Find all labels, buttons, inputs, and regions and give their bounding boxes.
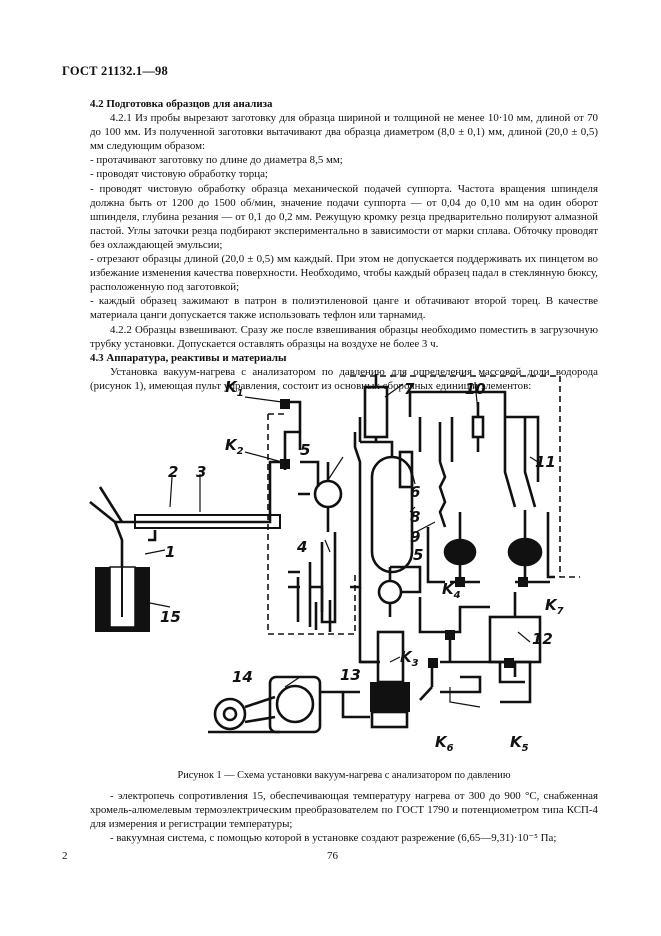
- list-item: - каждый образец зажимают в патрон в пол…: [90, 295, 598, 322]
- body-text-continued: - электропечь сопротивления 15, обеспечи…: [90, 789, 598, 845]
- label-k1: K1: [225, 378, 244, 399]
- label-6: 6: [410, 483, 420, 501]
- list-item: - отрезают образцы длиной (20,0 ± 0,5) м…: [90, 253, 598, 294]
- page-number: 2: [62, 850, 68, 862]
- section-heading: 4.3 Аппаратура, реактивы и материалы: [90, 351, 287, 364]
- label-2: 2: [168, 463, 178, 481]
- label-4: 4: [296, 538, 307, 556]
- label-k4: K4: [442, 580, 461, 601]
- list-item: - протачивают заготовку по длине до диам…: [90, 154, 343, 167]
- label-k3: K3: [400, 648, 419, 669]
- label-10: 10: [465, 380, 486, 398]
- label-12: 12: [532, 630, 553, 648]
- label-5b: 5: [413, 546, 423, 564]
- document-header: ГОСТ 21132.1—98: [62, 64, 168, 78]
- label-k7: K7: [545, 596, 564, 617]
- section-heading: 4.2 Подготовка образцов для анализа: [90, 98, 273, 110]
- label-11: 11: [535, 453, 556, 471]
- label-1: 1: [165, 543, 175, 561]
- label-k5: K5: [510, 733, 529, 754]
- paragraph: 4.2.1 Из пробы вырезают заготовку для об…: [90, 112, 598, 153]
- sheet-number: 76: [327, 850, 338, 862]
- label-3: 3: [196, 463, 206, 481]
- list-item: - проводят чистовую обработку торца;: [90, 168, 268, 181]
- body-text: 4.2 Подготовка образцов для анализа 4.2.…: [90, 97, 598, 393]
- figure-caption: Рисунок 1 — Схема установки вакуум-нагре…: [177, 770, 511, 781]
- label-8: 8: [410, 508, 420, 526]
- label-7: 7: [404, 380, 415, 398]
- label-5a: 5: [300, 441, 310, 459]
- label-k6: K6: [435, 733, 454, 754]
- label-14: 14: [232, 668, 253, 686]
- label-k2: K2: [225, 436, 244, 457]
- list-item: - электропечь сопротивления 15, обеспечи…: [90, 790, 598, 831]
- apparatus-diagram: K1 K2 K3 K4 K5 K6 K7 1 2 3 4 5 5 6 7 8 9…: [89, 374, 580, 754]
- label-9: 9: [410, 528, 420, 546]
- list-item: - проводят чистовую обработку образца ме…: [90, 182, 598, 251]
- label-15: 15: [160, 608, 181, 626]
- paragraph: Установка вакуум-нагрева с анализатором …: [90, 365, 598, 392]
- paragraph: 4.2.2 Образцы взвешивают. Сразу же после…: [90, 323, 598, 350]
- label-13: 13: [340, 666, 361, 684]
- list-item: - вакуумная система, с помощью которой в…: [110, 832, 557, 845]
